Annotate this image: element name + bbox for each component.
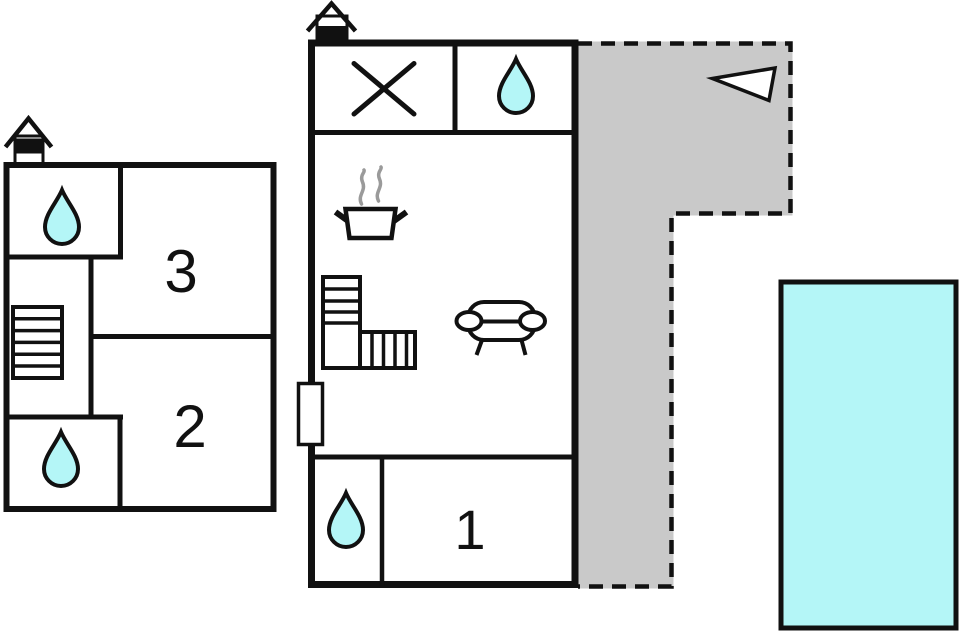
water-drop-icon [42, 184, 82, 246]
left-building-inner-walls [4, 163, 275, 509]
stove-icon [333, 165, 409, 241]
staircase-icon [11, 305, 64, 380]
main-building-inner-walls [308, 41, 578, 586]
pool [778, 279, 959, 631]
water-drop-icon [41, 426, 81, 488]
room-label-2: 2 [173, 393, 206, 460]
room-label-3: 3 [164, 238, 197, 305]
left-building: 3 2 [3, 114, 277, 512]
x-cross-icon [351, 61, 417, 117]
sofa-icon [454, 300, 547, 356]
terrace-fill [578, 41, 793, 589]
north-arrow-icon [705, 65, 778, 103]
water-drop-icon [496, 53, 536, 115]
chimney-icon [3, 114, 54, 166]
main-building: 1 [296, 0, 579, 588]
terrace-area [578, 41, 793, 589]
terrace-dashed-border [578, 41, 793, 589]
chimney-icon [305, 0, 358, 44]
door-icon [296, 381, 325, 447]
room-label-1: 1 [454, 498, 485, 561]
staircase-icon [321, 275, 417, 370]
water-drop-icon [326, 487, 366, 549]
